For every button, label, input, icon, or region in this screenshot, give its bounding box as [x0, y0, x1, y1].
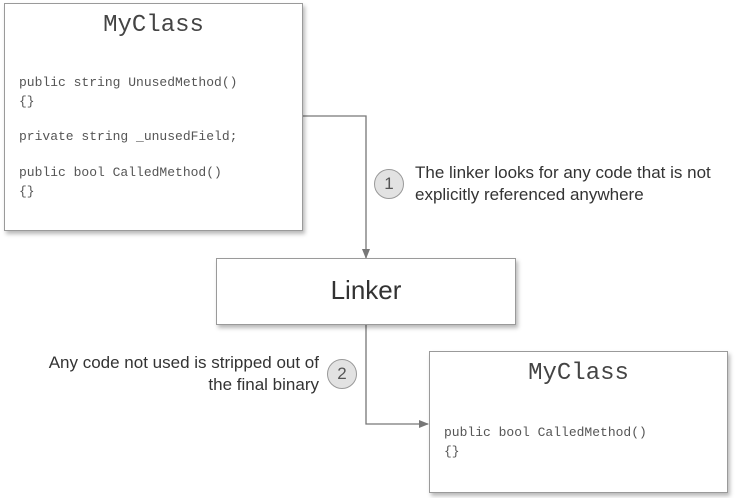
result-class-box: MyClass public bool CalledMethod() {}: [429, 351, 728, 493]
linker-label: Linker: [330, 275, 402, 305]
step-2-description: Any code not used is stripped out of the…: [49, 352, 319, 396]
code-line: private string _unusedField;: [19, 129, 238, 144]
code-line: public bool CalledMethod(): [19, 165, 222, 180]
source-class-title: MyClass: [103, 12, 204, 39]
step-2-badge: 2: [327, 359, 357, 389]
step-1-badge: 1: [374, 169, 404, 199]
code-line: {}: [444, 444, 460, 459]
step-2-line-2: the final binary: [208, 375, 319, 394]
arrow-source-to-linker: [303, 115, 370, 259]
linker-box: Linker: [216, 258, 516, 325]
arrow-linker-to-result: [365, 325, 429, 428]
result-class-title: MyClass: [528, 360, 629, 387]
code-line: {}: [19, 184, 35, 199]
step-1-line-2: explicitly referenced anywhere: [415, 185, 644, 204]
step-1-line-1: The linker looks for any code that is no…: [415, 163, 711, 182]
code-line: public string UnusedMethod(): [19, 75, 238, 90]
code-line: public bool CalledMethod(): [444, 425, 647, 440]
step-1-description: The linker looks for any code that is no…: [415, 162, 711, 206]
source-class-box: MyClass public string UnusedMethod() {} …: [4, 3, 303, 231]
code-line: {}: [19, 94, 35, 109]
step-2-line-1: Any code not used is stripped out of: [48, 353, 319, 372]
